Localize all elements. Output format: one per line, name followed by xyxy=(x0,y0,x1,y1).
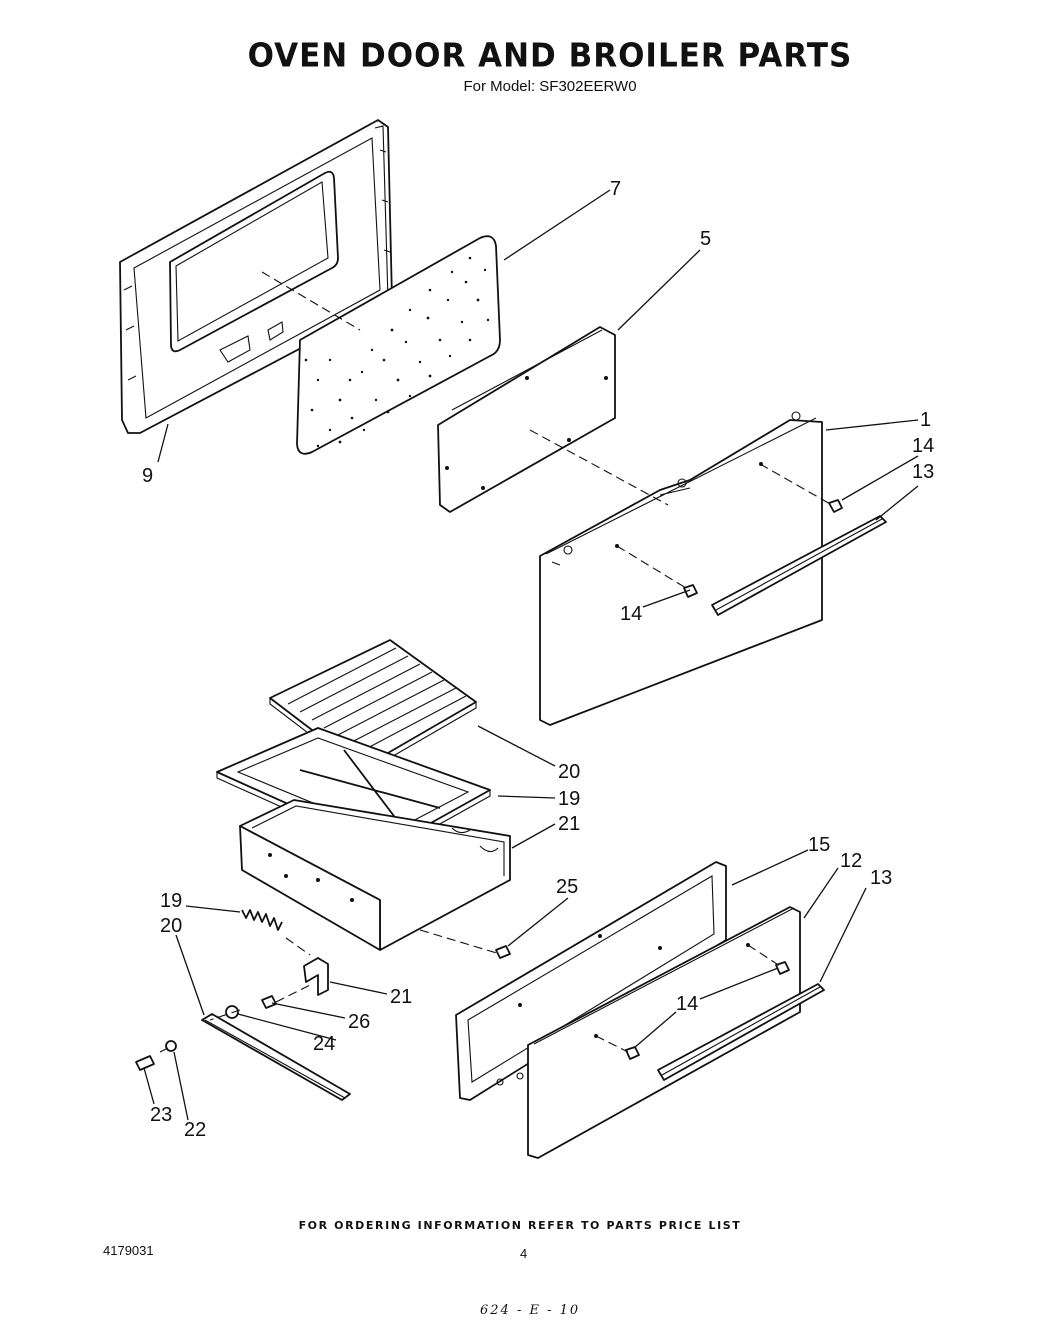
callout-7: 7 xyxy=(610,178,621,200)
part-17-slide-rail xyxy=(201,1013,351,1101)
part-1-outer-door xyxy=(539,411,887,726)
callout-9: 9 xyxy=(142,465,153,487)
callout-25: 25 xyxy=(556,876,578,898)
part-22-washer xyxy=(165,1040,177,1052)
callout-5: 5 xyxy=(700,228,711,250)
page-number: 4 xyxy=(520,1246,528,1261)
callout-14-a: 14 xyxy=(912,435,934,457)
callout-18: 21 xyxy=(558,813,580,835)
handwritten-code: 624 - E - 10 xyxy=(480,1303,581,1318)
part-24-nut xyxy=(225,1005,239,1019)
callout-14-c: 14 xyxy=(676,993,698,1015)
page-title: OVEN DOOR AND BROILER PARTS xyxy=(247,37,853,75)
callout-14-b: 14 xyxy=(620,603,642,625)
callout-13-b: 13 xyxy=(870,867,892,889)
callout-numbers: 5 7 9 1 14 13 14 20 19 21 19 20 25 21 26… xyxy=(142,178,934,1141)
callout-20: 20 xyxy=(558,761,580,783)
callout-26: 26 xyxy=(348,1011,370,1033)
callout-15: 15 xyxy=(808,834,830,856)
part-21-bracket xyxy=(303,957,329,996)
callout-12: 12 xyxy=(840,850,862,872)
callout-1: 1 xyxy=(920,409,931,431)
assembly-lines xyxy=(159,271,833,1053)
part-23-bolt xyxy=(135,1055,155,1071)
callout-17: 20 xyxy=(160,915,182,937)
callout-19: 19 xyxy=(558,788,580,810)
callout-23: 23 xyxy=(150,1104,172,1126)
part-16-spring xyxy=(241,909,283,931)
part-12-drawer-front xyxy=(527,906,825,1159)
part-7-insulation xyxy=(296,235,501,455)
leader-lines xyxy=(143,189,919,1121)
part-18-broiler-drawer xyxy=(239,799,511,951)
callout-24: 24 xyxy=(313,1033,335,1055)
part-5-panel xyxy=(437,326,616,513)
part-9-inner-door-panel xyxy=(119,119,393,434)
model-subtitle: For Model: SF302EERW0 xyxy=(463,78,637,95)
part-26-screw xyxy=(261,995,277,1009)
callout-13-a: 13 xyxy=(912,461,934,483)
document-number: 4179031 xyxy=(103,1243,154,1258)
callout-22: 22 xyxy=(184,1119,206,1141)
callout-16: 19 xyxy=(160,890,182,912)
part-25-clip xyxy=(495,945,511,959)
callout-21: 21 xyxy=(390,986,412,1008)
ordering-note: FOR ORDERING INFORMATION REFER TO PARTS … xyxy=(298,1219,742,1232)
